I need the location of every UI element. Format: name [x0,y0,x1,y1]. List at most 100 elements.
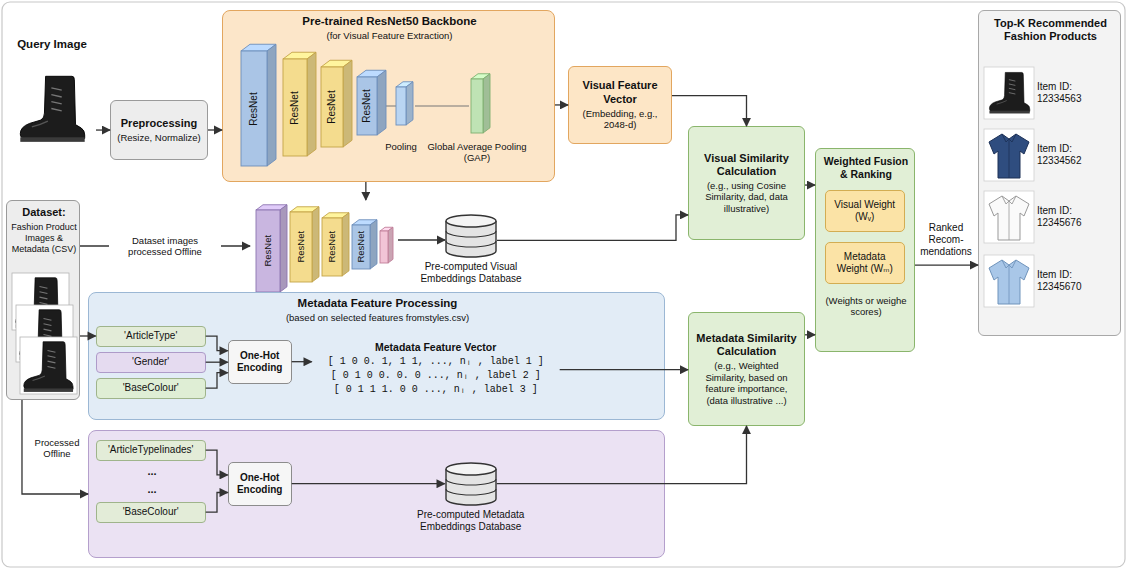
heading-text: One-Hot Encoding [234,350,286,374]
layer-side [267,44,276,166]
cylinder-ring [446,231,496,237]
boot-lace [48,361,56,363]
connector-arrow [80,335,96,336]
heading-text: Dataset: [10,206,78,219]
results-panel: Top-K Recommended Fashion ProductsItem I… [978,10,1121,336]
body-text: Pooling [376,141,426,152]
boot-body [24,342,73,390]
flow-line [415,106,469,107]
offline-panel: 'ArticleTypeIinades''BaseColour'One-Hot … [88,430,665,558]
fusion-panel: Visual Weight (Wᵥ)Metadata Weight (Wₘ)We… [815,148,915,352]
layer-front [321,67,343,147]
body-text: (Embedding, e.g., 2048-d) [574,108,666,131]
body-text: 'BaseColour' [123,506,179,518]
body-text: 'BaseColour' [123,382,179,394]
connector-arrow [206,362,228,363]
heading-text: Metadata Similarity Calculation [694,332,799,358]
layer-front [396,87,406,125]
boot-lace [51,102,61,104]
layer-label: ResNet [289,63,301,153]
layer-side [377,70,386,135]
boot-shine [997,101,1007,105]
boot-sole [989,111,1029,114]
edge-label: Dataset images processed Offline [109,234,221,259]
heading-text: Visual Feature Vector [574,79,666,105]
shirt-placket [1009,201,1010,240]
attribute-box: 'ArticleType' [96,326,206,347]
layer-side [280,205,287,292]
connector-arrow [497,215,688,240]
cyl-illustration [445,214,497,258]
boot-lace [1009,88,1015,89]
body-text: Pre-computed Metadata Embeddings Databas… [396,509,546,533]
feature-box: Visual Feature Vector (Embedding, e.g., 2… [568,66,672,144]
layer-front [357,77,377,135]
query-image: Query Image [8,36,96,150]
boot-lace [44,329,52,331]
body-text: Item ID: 12345676 [1037,205,1117,229]
image-card [20,337,77,394]
body-text: Item ID: 12334562 [1037,143,1117,167]
body-text: (based on selected features fromstyles.c… [89,312,666,323]
weight-box: Metadata Weight (Wₘ) [825,242,905,284]
shirt-placket [1009,265,1010,304]
body-text: Item ID: 12345670 [1037,269,1117,293]
boot-sole [20,137,84,142]
connector-arrow [672,96,747,126]
heading-text: One-Hot Encoding [234,472,286,496]
layer-label: ResNet [262,211,273,291]
metadata-panel: 'ArticleType' 'Gender' 'BaseColour' One-Hot… [88,292,665,420]
boot-lace [51,88,61,90]
connector-arrow [22,400,88,494]
body-text: 'ArticleType' [124,330,177,342]
heading-text: Visual Similarity Calculation [694,152,799,178]
attribute-box: 'Gender' [96,352,206,373]
edge-label: Processed Offline [29,436,85,461]
connector-arrow [365,182,366,200]
heading-text: ... [97,465,207,478]
layer-side [388,227,393,263]
layer-label: ResNet [295,214,306,280]
boot-lace [51,95,61,97]
connector-arrow [398,239,445,240]
process-box: Preprocessing (Resize, Normalize) [110,100,208,160]
body-text: (Resize, Normalize) [117,132,200,143]
body-text: [ 1 0 0. 1, 1 1, ..., nᵢ , label 1 ] [328,356,544,368]
similarity-box: Visual Similarity Calculation(e.g., usin… [688,126,805,240]
shirt-icon [989,134,1029,178]
similarity-box: Metadata Similarity Calculation(e.g., We… [688,312,805,426]
feature-vector: Metadata Feature Vector[ 1 0 0. 1, 1 1, … [312,326,560,412]
body-text: Fashion Product Images & Metadata (CSV) [10,222,78,254]
body-text: (e.g., Weighted Similarity, based on fea… [694,360,799,406]
layer-stack: ResNetResNetResNetResNet [250,200,398,292]
heading-text: Preprocessing [121,117,197,130]
layer-front [352,225,370,269]
database-cylinder: Pre-computed Metadata Embeddings Databas… [445,462,497,506]
edge-label: Ranked Recom- mendations [916,221,976,259]
boot-sole [24,388,73,392]
layer-label: ResNet [361,78,373,134]
boot-lace [48,366,56,368]
shirt-body [989,134,1029,178]
layer-side [406,82,413,125]
layer-label: ResNet [326,69,338,145]
layer-front [322,218,342,276]
heading-text: Pre-trained ResNet50 Backbone [223,15,556,29]
boot-icon [24,342,73,392]
boot-lace [40,297,48,299]
layer-side [312,207,319,282]
boot-lace [48,356,56,358]
shirt-body [989,260,1029,304]
layer-front [290,212,312,282]
database-cylinder: Pre-computed Visual Embeddings Database [445,214,497,258]
boot-shine [33,376,45,380]
backbone-panel: Pre-trained ResNet50 Backbone(for Visual… [222,10,555,182]
shirt-body [989,196,1029,240]
boot-lace [51,109,61,111]
layer-front [241,51,267,166]
body-text: Metadata Weight (Wₘ) [831,251,899,275]
body-text: (for Visual Feature Extraction) [223,30,556,41]
body-text: (e.g., using Cosine Similarity, dad, dat… [694,180,799,214]
